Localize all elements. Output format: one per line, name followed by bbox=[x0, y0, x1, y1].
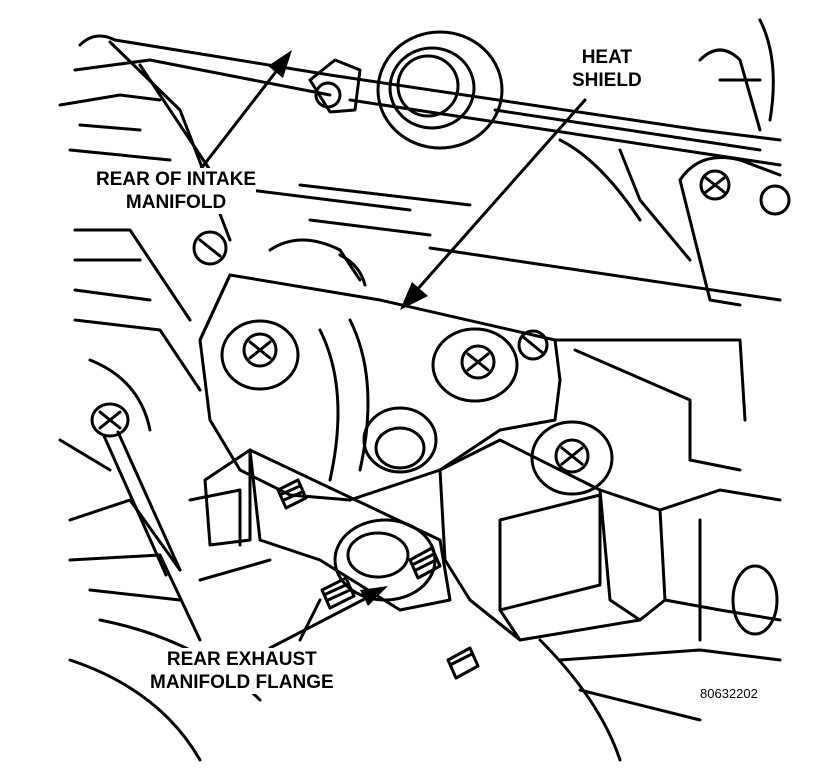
heat-shield-bolt-left bbox=[220, 319, 300, 391]
arrowhead-heat-shield bbox=[400, 282, 428, 310]
label-rear-exhaust-line1: REAR EXHAUST bbox=[166, 649, 317, 670]
label-heat-shield-line2: SHIELD bbox=[572, 70, 642, 91]
heat-shield-bolt-lower-right bbox=[530, 420, 614, 496]
flange-stud-right bbox=[408, 546, 442, 580]
heat-shield-port bbox=[362, 406, 438, 474]
label-heat-shield: HEAT SHIELD bbox=[572, 46, 642, 92]
label-rear-intake-line2: MANIFOLD bbox=[125, 192, 227, 213]
figure-reference-number: 80632202 bbox=[700, 686, 758, 701]
flange-stud-lower bbox=[298, 576, 356, 642]
label-rear-exhaust-manifold-flange: REAR EXHAUST MANIFOLD FLANGE bbox=[150, 648, 334, 694]
intake-manifold-background bbox=[58, 18, 782, 302]
flange-stud-bottom bbox=[446, 646, 480, 680]
heat-shield-bolt-center bbox=[431, 327, 519, 403]
arrowhead-rear-exhaust bbox=[360, 586, 388, 606]
lower-right-background bbox=[538, 488, 782, 762]
heat-shield-bolt-corner bbox=[517, 329, 549, 361]
upper-small-boss bbox=[308, 58, 362, 114]
exhaust-manifold-block bbox=[438, 438, 667, 642]
flange-stud-upper-left bbox=[276, 478, 308, 510]
leader-line-heat-shield bbox=[406, 98, 587, 302]
label-rear-exhaust-line2: MANIFOLD FLANGE bbox=[150, 672, 334, 693]
heat-shield bbox=[198, 238, 747, 502]
leader-line-rear-intake bbox=[198, 58, 287, 172]
arrowhead-rear-intake bbox=[268, 50, 292, 78]
leader-line-rear-exhaust bbox=[268, 590, 380, 650]
right-bracket bbox=[678, 156, 791, 307]
exhaust-flange bbox=[188, 448, 452, 612]
label-rear-intake-manifold: REAR OF INTAKE MANIFOLD bbox=[96, 168, 257, 214]
label-rear-intake-line1: REAR OF INTAKE bbox=[96, 169, 257, 190]
label-heat-shield-line1: HEAT bbox=[581, 47, 632, 68]
upper-ring-fitting bbox=[376, 30, 504, 150]
left-bracket bbox=[58, 228, 228, 472]
